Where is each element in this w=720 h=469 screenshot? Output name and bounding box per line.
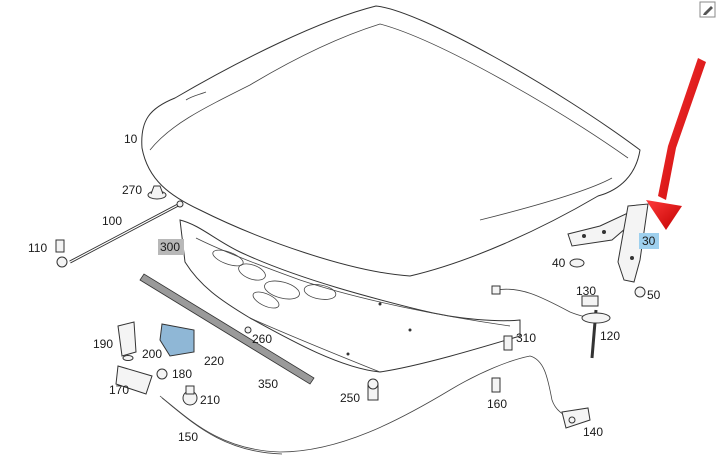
bracket-190 [117,321,137,357]
callout-190: 190 [93,337,113,351]
screw-180 [156,368,168,380]
seal-strip [139,273,315,385]
clip-260 [244,326,252,334]
highlight-300 [158,239,184,255]
hood-inner-frame [179,219,521,373]
release-cable [159,355,571,455]
callout-350: 350 [258,377,278,391]
callout-130: 130 [576,284,596,298]
part-310 [503,335,513,351]
callout-40: 40 [552,256,566,270]
callout-210: 210 [200,393,220,407]
callout-150: 150 [178,430,198,444]
callout-50: 50 [647,288,661,302]
callout-180: 180 [172,367,192,381]
lock-140 [561,407,591,429]
callout-260: 260 [252,332,272,346]
highlight-30 [639,233,659,249]
part-130 [581,295,599,307]
callout-110: 110 [28,241,47,255]
callout-160: 160 [487,397,507,411]
latch-170 [115,365,153,395]
buffer-210 [182,385,198,406]
callout-140: 140 [583,425,603,439]
callout-100: 100 [102,214,122,228]
hood-hinge [567,203,649,283]
callout-170: 170 [109,383,129,397]
gas-strut [69,200,184,264]
release-rod [491,285,611,359]
callout-270: 270 [122,183,142,197]
callout-30: 30 [642,234,656,248]
edit-icon[interactable] [699,1,716,18]
clip-110 [55,239,68,268]
callout-300: 300 [160,240,180,254]
callout-120: 120 [600,329,620,343]
callout-250: 250 [340,391,360,405]
part-160 [491,377,501,393]
callout-200: 200 [142,347,162,361]
washer-40 [569,258,585,268]
red-pointer-arrow [646,58,706,230]
bumper-stop [147,185,167,200]
sensor-220 [159,323,195,357]
callout-220: 220 [204,354,224,368]
nut-50 [634,286,646,298]
hood-panel [141,5,641,277]
callout-310: 310 [516,331,536,345]
part-250 [367,378,379,401]
callout-10: 10 [124,132,138,146]
washer-200 [122,355,134,361]
